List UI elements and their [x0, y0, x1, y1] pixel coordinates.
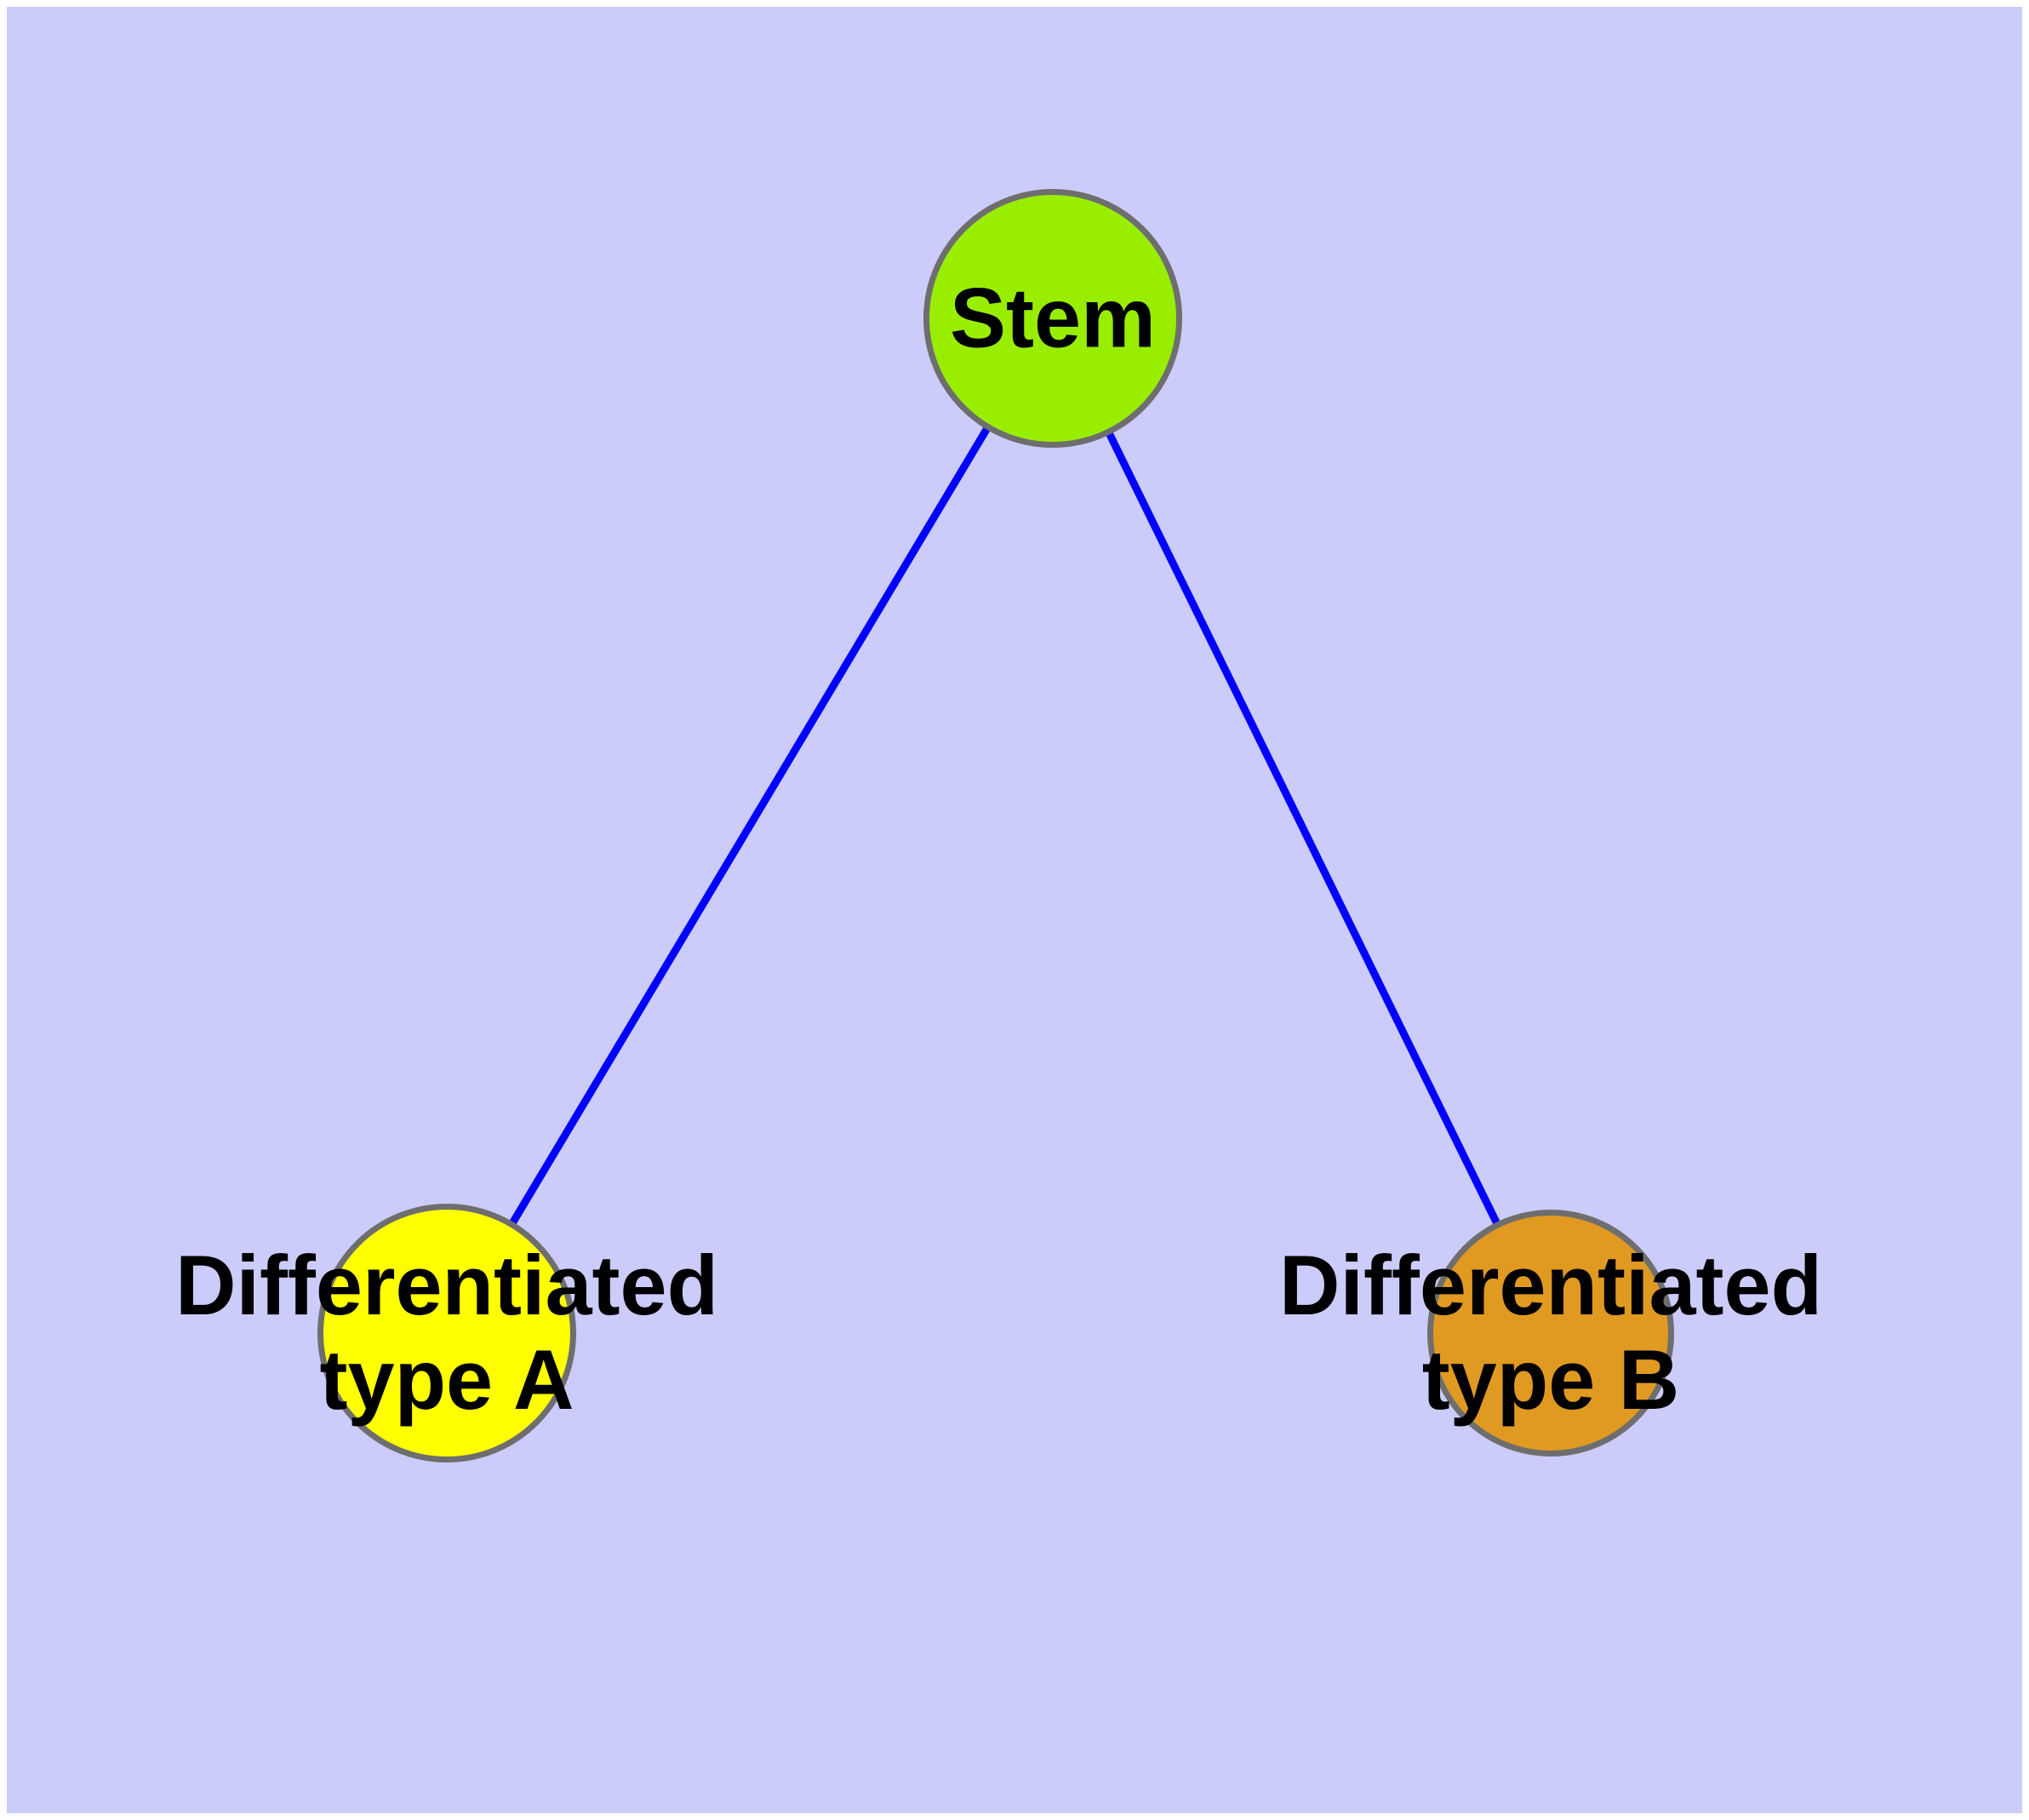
edge-stem-to-differentiated-type-a [501, 414, 998, 1238]
node-stem[interactable]: Stem [923, 189, 1182, 448]
node-differentiated-type-b-circle[interactable] [1427, 1210, 1674, 1457]
node-stem-circle[interactable] [923, 189, 1182, 448]
edge-stem-to-differentiated-type-b [1099, 419, 1506, 1238]
node-differentiated-type-a-circle[interactable] [317, 1204, 576, 1462]
